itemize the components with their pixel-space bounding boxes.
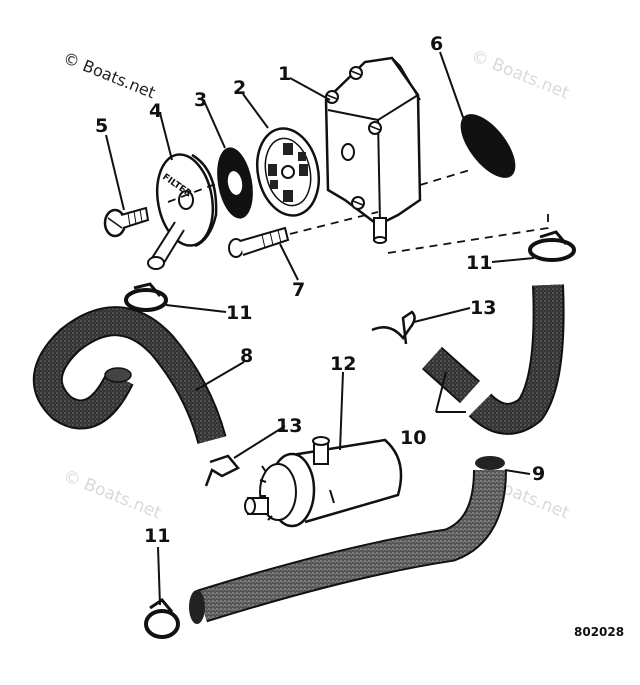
watermark-top-left: © Boats.net xyxy=(61,48,159,102)
callout-11-left: 11 xyxy=(226,302,252,324)
fuel-hose-short xyxy=(421,346,481,404)
fuel-hose-right xyxy=(468,284,565,435)
mounting-bolt xyxy=(228,226,290,258)
callout-9: 9 xyxy=(532,463,545,485)
callout-4: 4 xyxy=(149,100,162,122)
callout-13-bottom: 13 xyxy=(276,415,302,437)
assembly-lines xyxy=(167,169,549,254)
gasket xyxy=(217,147,253,219)
watermark-top-right: © Boats.net xyxy=(468,46,572,104)
watermark-bottom-left: © Boats.net xyxy=(60,466,164,524)
callout-11-top: 11 xyxy=(466,252,492,274)
callout-10: 10 xyxy=(400,427,426,449)
callout-1: 1 xyxy=(278,63,291,85)
callout-3: 3 xyxy=(194,89,207,111)
wire-clip-bottom xyxy=(204,454,240,487)
callout-6: 6 xyxy=(430,33,443,55)
diaphragm-plate xyxy=(256,127,320,217)
hose-clamp-top-right xyxy=(528,230,576,262)
leader-lines xyxy=(105,51,535,606)
callout-12: 12 xyxy=(330,353,356,375)
callout-5: 5 xyxy=(95,115,108,137)
callout-8: 8 xyxy=(240,345,253,367)
drawing-number: 802028 xyxy=(574,625,624,639)
callout-11-bottom: 11 xyxy=(144,525,170,547)
hose-clamp-left xyxy=(124,282,168,312)
hose-clamp-bottom xyxy=(144,598,180,639)
fuel-hose-left xyxy=(32,306,227,445)
filter-cover: FILTER xyxy=(147,153,218,270)
callout-7: 7 xyxy=(292,279,305,301)
fuel-hose-long xyxy=(189,456,507,624)
wire-clip-top xyxy=(371,310,416,345)
filter-element xyxy=(460,114,516,178)
callout-2: 2 xyxy=(233,77,246,99)
callout-13-top: 13 xyxy=(470,297,496,319)
fuel-pump-body xyxy=(324,56,422,244)
screw xyxy=(103,206,150,238)
electric-fuel-pump xyxy=(244,436,403,528)
